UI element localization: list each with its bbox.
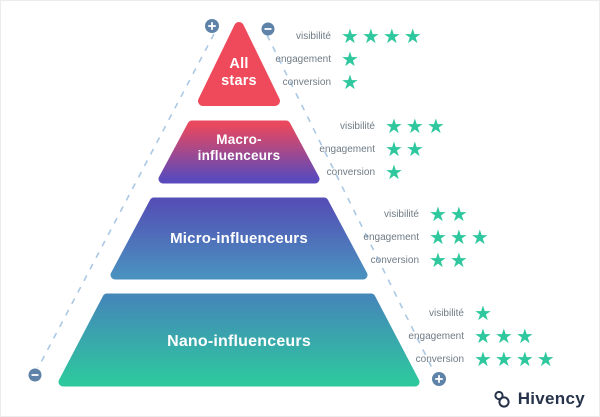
star-rating: ★ (385, 161, 406, 184)
metric-label: conversion (282, 77, 331, 88)
rating-row: visibilité ★★★ (280, 115, 448, 138)
rating-row: visibilité ★★★★ (236, 25, 425, 48)
rating-row: visibilité ★ (369, 302, 558, 325)
rating-group-all-stars: visibilité ★★★★ engagement ★ conversion … (236, 25, 425, 94)
tier-shape-micro (110, 197, 368, 280)
metric-label: engagement (408, 331, 464, 342)
tier-shape-all-stars (198, 22, 280, 106)
metric-label: engagement (275, 54, 331, 65)
metric-label: visibilité (428, 308, 464, 319)
rating-row: engagement ★★★ (369, 325, 558, 348)
left-guide-dashed-line (37, 33, 215, 369)
tier-label-line: stars (221, 73, 257, 90)
tier-shape-nano (58, 293, 420, 387)
rating-row: engagement ★★ (280, 138, 448, 161)
star-rating: ★★★★ (474, 348, 558, 371)
plus-icon (205, 19, 219, 33)
minus-icon (28, 368, 42, 382)
tier-label-macro: Macro- influenceurs (164, 132, 314, 164)
tier-label-micro: Micro-influenceurs (139, 230, 339, 248)
metric-label: engagement (319, 144, 375, 155)
right-guide-dashed-line (266, 34, 435, 373)
plus-icon (432, 372, 446, 386)
metric-label: conversion (370, 255, 419, 266)
rating-row: engagement ★ (236, 48, 425, 71)
star-rating: ★★ (429, 249, 471, 272)
metric-label: visibilité (295, 31, 331, 42)
brand-name: Hivency (517, 389, 585, 408)
rating-row: visibilité ★★ (324, 203, 492, 226)
star-rating: ★ (341, 48, 362, 71)
metric-label: visibilité (339, 121, 375, 132)
rating-row: engagement ★★★ (324, 226, 492, 249)
star-rating: ★★★ (474, 325, 537, 348)
rating-group-nano: visibilité ★ engagement ★★★ conversion ★… (369, 302, 558, 371)
tier-label-nano: Nano-influenceurs (114, 333, 364, 352)
rating-group-macro: visibilité ★★★ engagement ★★ conversion … (280, 115, 448, 184)
minus-icon (261, 22, 275, 36)
rating-row: conversion ★ (280, 161, 448, 184)
rating-group-micro: visibilité ★★ engagement ★★★ conversion … (324, 203, 492, 272)
tier-label-line: Nano-influenceurs (167, 333, 311, 350)
tier-label-line: Micro-influenceurs (170, 230, 308, 247)
hivency-knot-icon (494, 390, 510, 408)
rating-row: conversion ★★★★ (369, 348, 558, 371)
star-rating: ★ (474, 302, 495, 325)
star-rating: ★★★★ (341, 25, 425, 48)
brand-logo: Hivency (492, 389, 585, 409)
metric-label: visibilité (383, 209, 419, 220)
metric-label: engagement (363, 232, 419, 243)
metric-label: conversion (326, 167, 375, 178)
tier-label-line: influenceurs (197, 147, 281, 163)
rating-row: conversion ★ (236, 71, 425, 94)
star-rating: ★ (341, 71, 362, 94)
star-rating: ★★ (429, 203, 471, 226)
metric-label: conversion (415, 354, 464, 365)
rating-row: conversion ★★ (324, 249, 492, 272)
star-rating: ★★★ (429, 226, 492, 249)
tier-shape-macro (158, 120, 320, 184)
tier-label-all-stars: All stars (189, 56, 289, 90)
tier-label-line: Macro- (216, 132, 262, 147)
star-rating: ★★★ (385, 115, 448, 138)
tier-label-line: All (229, 56, 249, 72)
star-rating: ★★ (385, 138, 427, 161)
